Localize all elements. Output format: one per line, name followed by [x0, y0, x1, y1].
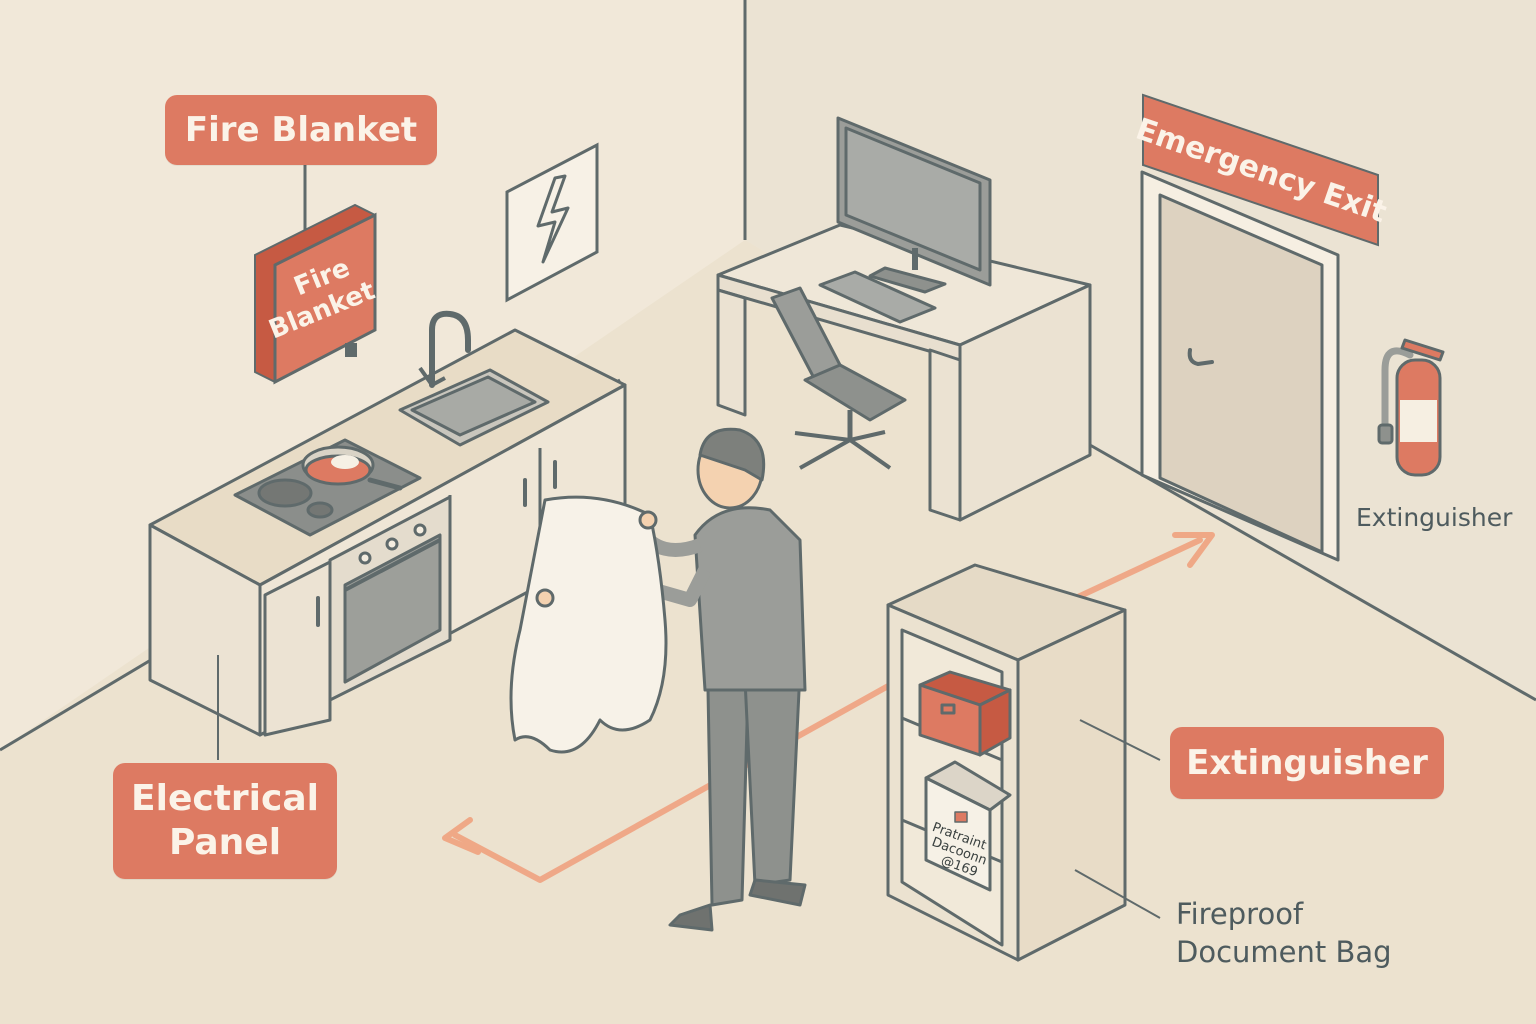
electrical-panel-callout-line1: Electrical	[131, 778, 319, 819]
wall-extinguisher-label-text: Extinguisher	[1356, 503, 1513, 532]
emergency-exit-door	[1140, 170, 1340, 562]
wall-extinguisher-label: Extinguisher	[1356, 503, 1512, 532]
fireproof-bag-label-line2: Document Bag	[1176, 935, 1392, 969]
fireproof-bag-label-line1: Fireproof	[1176, 897, 1304, 931]
fire-blanket-callout: Fire Blanket	[165, 95, 437, 165]
fireproof-document-bag	[918, 670, 1012, 757]
extinguisher-callout: Extinguisher	[1170, 727, 1444, 799]
keyboard	[818, 270, 937, 324]
electrical-panel-callout: Electrical Panel	[113, 763, 337, 879]
door-handle-icon	[1187, 348, 1214, 366]
fireproof-bag-label: Fireproof Document Bag	[1176, 895, 1392, 971]
storage-cabinet: Pratraint Dacoonn @169	[886, 563, 1161, 962]
monitor	[836, 116, 992, 294]
document-box: Pratraint Dacoonn @169	[924, 760, 1012, 892]
fire-blanket-box: Fire Blanket	[254, 165, 379, 385]
lightning-bolt-icon	[536, 174, 570, 264]
person-with-blanket	[509, 427, 807, 932]
fire-blanket-callout-text: Fire Blanket	[184, 110, 418, 150]
electrical-panel-callout-line2: Panel	[168, 822, 282, 863]
office-desk	[716, 116, 1092, 522]
extinguisher-callout-text: Extinguisher	[1186, 743, 1428, 783]
fire-extinguisher-icon	[1377, 338, 1445, 477]
kitchen-counter	[148, 310, 627, 760]
electrical-sign	[505, 142, 599, 303]
office-chair	[770, 286, 907, 470]
